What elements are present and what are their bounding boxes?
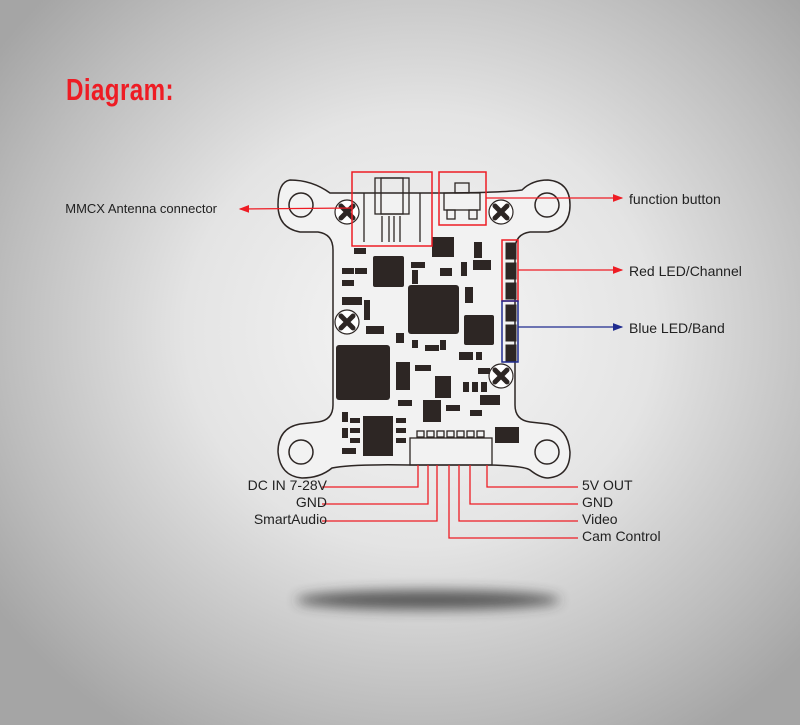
- label-cam-control: Cam Control: [582, 528, 661, 544]
- mounting-holes: [288, 192, 560, 465]
- blue-led-highlight: [501, 300, 519, 363]
- label-dc-in: DC IN 7-28V: [247, 477, 327, 493]
- screw-crosses: [338, 203, 510, 385]
- label-gnd-left: GND: [295, 494, 327, 510]
- function-button-part: [443, 182, 481, 220]
- led-strip: [505, 242, 517, 362]
- mmcx-highlight: [351, 171, 433, 247]
- connector-header: [409, 430, 493, 466]
- callout-lines: [238, 194, 624, 539]
- page-title: Diagram:: [66, 72, 174, 107]
- label-video: Video: [582, 511, 618, 527]
- label-blue-led: Blue LED/Band: [629, 320, 725, 336]
- label-5v-out: 5V OUT: [582, 477, 633, 493]
- label-gnd-right: GND: [582, 494, 614, 510]
- board-shadow: [296, 590, 560, 610]
- passive-components: [342, 242, 500, 454]
- label-red-led: Red LED/Channel: [629, 263, 742, 279]
- label-smartaudio: SmartAudio: [253, 511, 327, 527]
- chips: [336, 237, 519, 456]
- label-antenna: MMCX Antenna connector: [65, 201, 217, 216]
- mmcx-connector: [363, 177, 421, 242]
- label-function-button: function button: [629, 191, 721, 207]
